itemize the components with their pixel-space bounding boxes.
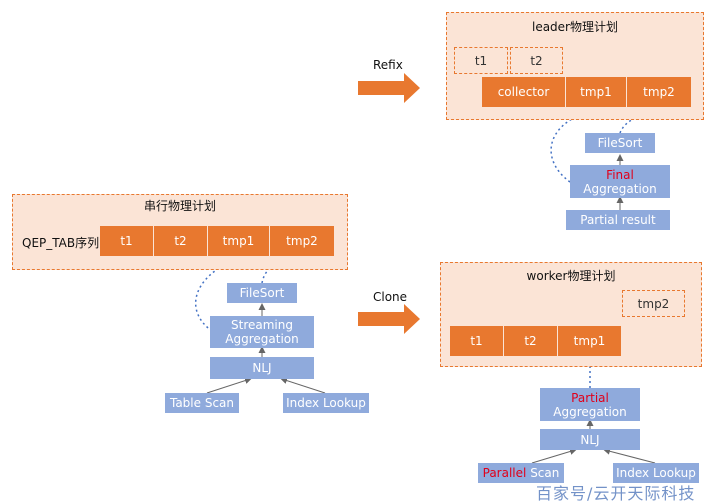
serial-filesort-node: FileSort bbox=[227, 283, 297, 303]
edge-indexlookup-nlj-worker bbox=[603, 447, 656, 464]
edge-parallelscan-nlj bbox=[531, 448, 577, 464]
serial-indexlookup-node: Index Lookup bbox=[283, 393, 369, 413]
watermark-text: 百家号/云开天际科技 bbox=[536, 484, 696, 503]
worker-parallel-scan-node: Parallel Scan bbox=[478, 463, 564, 483]
refix-arrow bbox=[358, 73, 420, 103]
serial-aggregation-text: Aggregation bbox=[225, 332, 299, 346]
leader-filesort-node: FileSort bbox=[585, 133, 655, 153]
worker-scan-text: Scan bbox=[530, 466, 560, 480]
serial-nlj-text: NLJ bbox=[252, 361, 272, 375]
leader-partial-result-text: Partial result bbox=[580, 213, 656, 227]
worker-dashed-tmp2: tmp2 bbox=[622, 290, 685, 317]
leader-aggregation-text: Aggregation bbox=[583, 181, 657, 196]
serial-streaming-text: Streaming bbox=[231, 318, 293, 332]
link-final-tmp1 bbox=[550, 108, 593, 183]
clone-label: Clone bbox=[373, 290, 408, 304]
worker-nlj-node: NLJ bbox=[540, 429, 640, 450]
serial-cell-t1: t1 bbox=[100, 226, 154, 256]
serial-streaming-aggregation-node: Streaming Aggregation bbox=[210, 316, 314, 348]
leader-final-text: Final bbox=[606, 167, 634, 182]
leader-plan-title: leader物理计划 bbox=[531, 20, 618, 34]
worker-cell-t2: t2 bbox=[504, 326, 558, 356]
worker-indexlookup-text: Index Lookup bbox=[616, 466, 696, 480]
edge-indexlookup-nlj bbox=[280, 377, 326, 394]
serial-tablescan-text: Table Scan bbox=[169, 396, 235, 410]
leader-cell-collector: collector bbox=[482, 77, 566, 107]
serial-filesort-text: FileSort bbox=[239, 286, 285, 300]
serial-cell-tmp2: tmp2 bbox=[270, 226, 334, 256]
refix-label: Refix bbox=[373, 58, 403, 72]
edge-tablescan-nlj bbox=[206, 377, 252, 394]
leader-filesort-text: FileSort bbox=[597, 136, 643, 150]
worker-nlj-text: NLJ bbox=[580, 432, 600, 447]
serial-indexlookup-text: Index Lookup bbox=[286, 396, 366, 410]
serial-nlj-node: NLJ bbox=[210, 357, 314, 379]
worker-cell-tmp1: tmp1 bbox=[558, 326, 621, 356]
serial-cell-t2: t2 bbox=[154, 226, 208, 256]
worker-parallel-text: Parallel bbox=[482, 466, 527, 480]
serial-plan-title: 串行物理计划 bbox=[143, 199, 216, 213]
leader-cell-tmp1: tmp1 bbox=[566, 77, 627, 107]
serial-cell-tmp1: tmp1 bbox=[208, 226, 270, 256]
serial-tablescan-node: Table Scan bbox=[165, 393, 239, 413]
worker-indexlookup-node: Index Lookup bbox=[613, 463, 699, 483]
leader-dashed-t1: t1 bbox=[454, 47, 508, 74]
leader-partial-result-node: Partial result bbox=[566, 210, 670, 230]
leader-dashed-t2: t2 bbox=[510, 47, 563, 74]
worker-partial-text: Partial bbox=[571, 390, 609, 405]
leader-cell-tmp2: tmp2 bbox=[627, 77, 691, 107]
qep-tab-label: QEP_TAB序列 bbox=[22, 236, 100, 250]
worker-aggregation-text: Aggregation bbox=[553, 404, 627, 419]
leader-final-aggregation-node: Final Aggregation bbox=[570, 165, 670, 198]
worker-cell-t1: t1 bbox=[450, 326, 504, 356]
worker-plan-title: worker物理计划 bbox=[526, 269, 616, 283]
worker-partial-aggregation-node: Partial Aggregation bbox=[540, 388, 640, 421]
clone-arrow bbox=[358, 304, 420, 334]
